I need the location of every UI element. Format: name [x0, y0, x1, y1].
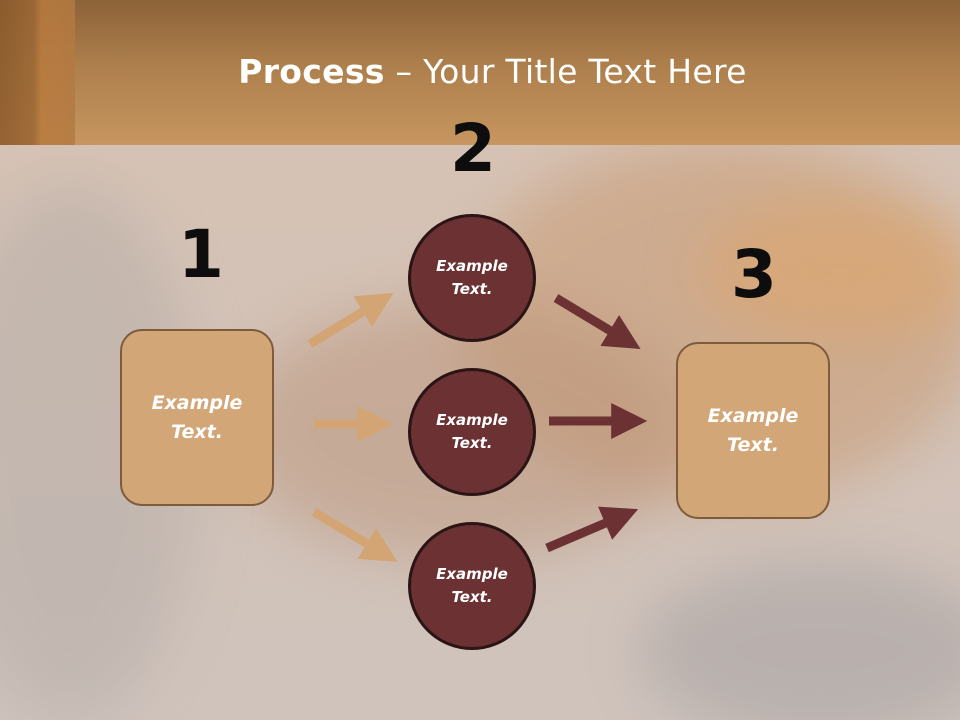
- step-number-1: 1: [178, 216, 224, 293]
- left-box[interactable]: Example Text.: [120, 329, 274, 506]
- title-bold: Process: [238, 52, 385, 91]
- background-photo-shade: [700, 200, 960, 340]
- right-box-text: Example Text.: [707, 404, 799, 456]
- arrow-to-circle-1: [307, 292, 394, 348]
- circle-3[interactable]: Example Text.: [408, 522, 536, 650]
- step-number-2: 2: [450, 110, 496, 187]
- circle-1[interactable]: Example Text.: [408, 214, 536, 342]
- circle-3-text: Example Text.: [436, 565, 508, 606]
- background-photo-shade: [640, 560, 960, 720]
- arrow-from-circle-3: [545, 506, 639, 553]
- right-box[interactable]: Example Text.: [676, 342, 830, 519]
- circle-2[interactable]: Example Text.: [408, 368, 536, 496]
- title-bar-accent: [0, 0, 75, 145]
- circle-1-text: Example Text.: [436, 257, 508, 298]
- left-box-text: Example Text.: [151, 391, 243, 443]
- step-number-3: 3: [731, 236, 777, 313]
- arrow-from-circle-1: [553, 294, 641, 350]
- circle-2-text: Example Text.: [436, 411, 508, 452]
- title-rest: – Your Title Text Here: [384, 52, 747, 91]
- arrow-to-circle-3: [311, 508, 398, 562]
- title-bar: [0, 0, 960, 145]
- slide-title[interactable]: Process – Your Title Text Here: [0, 52, 960, 91]
